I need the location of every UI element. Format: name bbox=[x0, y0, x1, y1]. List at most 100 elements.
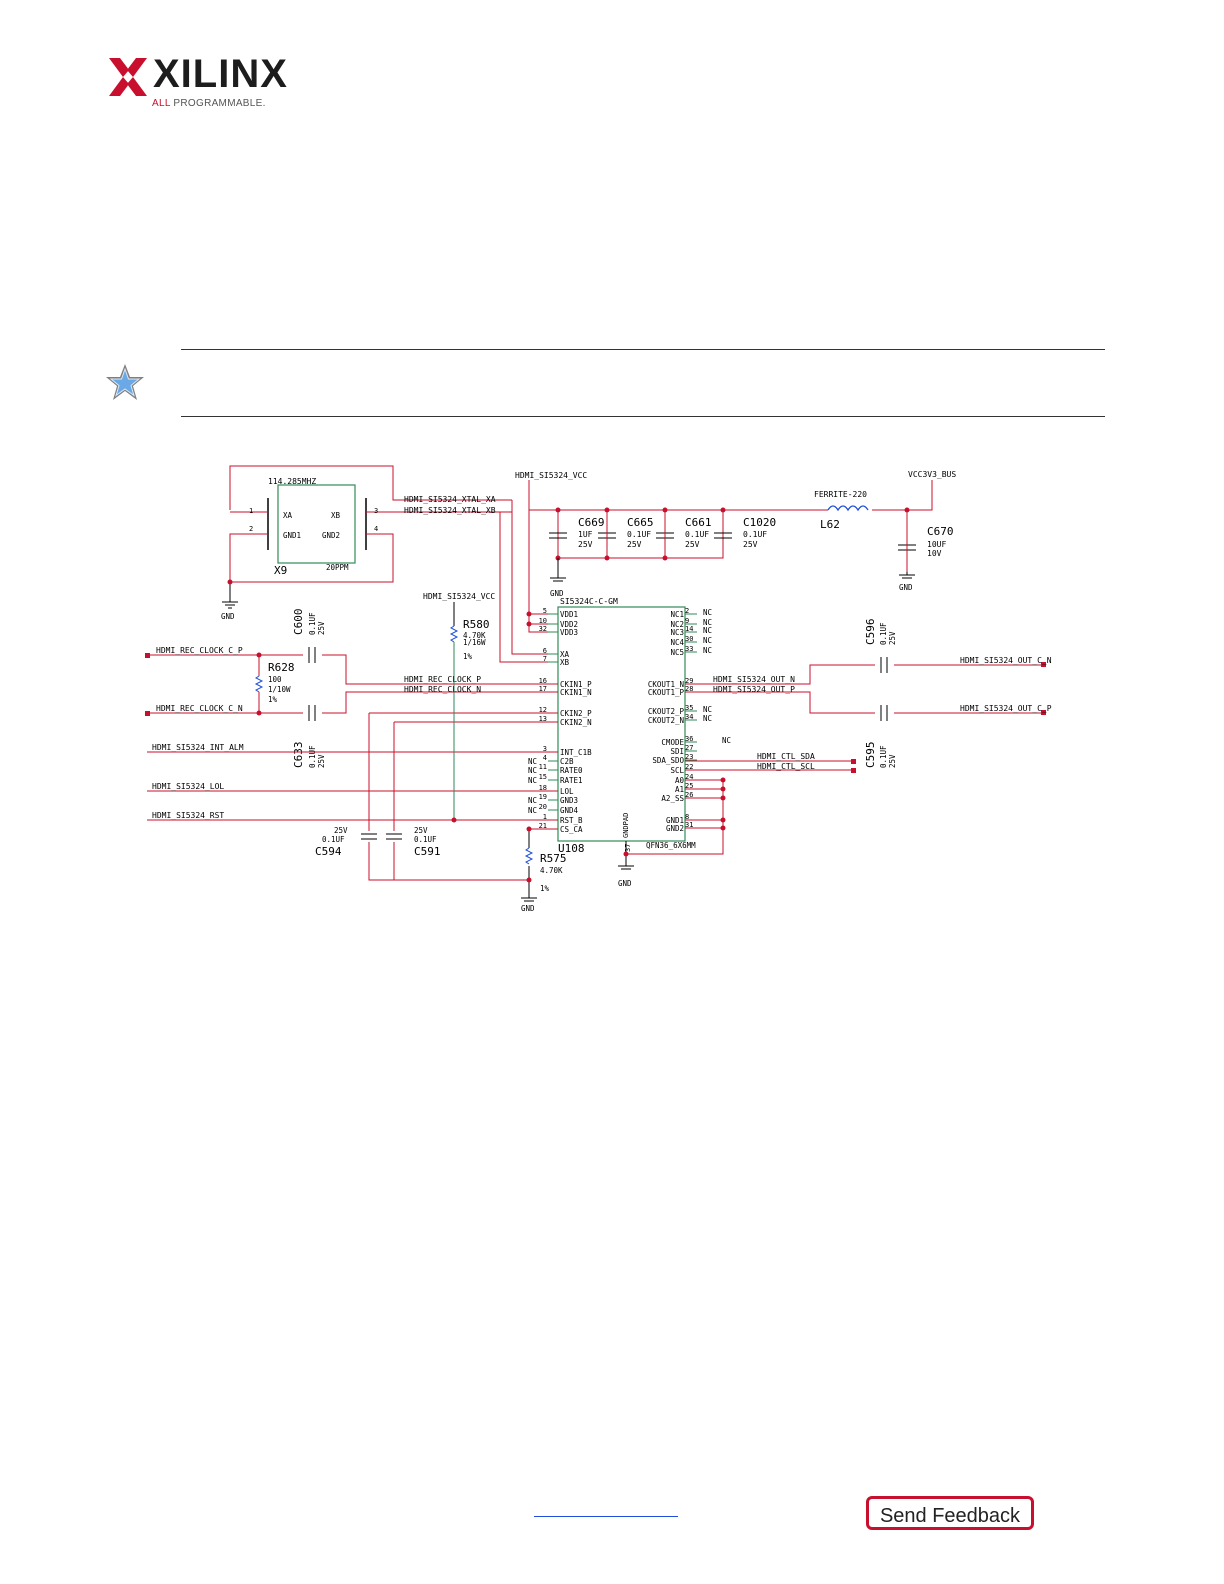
pin-CS_CA-num: 21 bbox=[539, 822, 547, 830]
nc-CKOUT2_N: NC bbox=[703, 714, 712, 723]
x9-p1: 1 bbox=[249, 507, 253, 515]
x9-xb: XB bbox=[331, 511, 341, 520]
pin-INT_C1B-num: 3 bbox=[543, 745, 547, 753]
pin-CKIN1_N-label: CKIN1_N bbox=[560, 688, 592, 697]
pin-CKIN2_N-label: CKIN2_N bbox=[560, 718, 592, 727]
net-int-alm: HDMI_SI5324_INT_ALM bbox=[152, 743, 244, 752]
c670-v2: 10V bbox=[927, 549, 942, 558]
c600-v1: 0.1UF bbox=[308, 612, 317, 635]
x9-tol: 20PPM bbox=[326, 563, 349, 572]
pin-CKIN1_P-num: 16 bbox=[539, 677, 547, 685]
pin-CMODE-num: 36 bbox=[685, 735, 693, 743]
pin-CKOUT2_P-label: CKOUT2_P bbox=[648, 707, 685, 716]
xilinx-logo: XILINX ALL PROGRAMMABLE. bbox=[107, 52, 287, 110]
gnd-r575: GND bbox=[521, 904, 535, 913]
net-out-c-n: HDMI_SI5324_OUT_C_N bbox=[960, 656, 1052, 665]
nc-C2B: NC bbox=[528, 757, 537, 766]
pin-CKIN1_N-num: 17 bbox=[539, 685, 547, 693]
gnd-c670: GND bbox=[899, 583, 913, 592]
pin-NC2-num: 9 bbox=[685, 617, 689, 625]
net-rec-clk-n2: HDMI_REC_CLOCK_N bbox=[404, 685, 481, 694]
pin-GND3-num: 19 bbox=[539, 793, 547, 801]
pin-RST_B-num: 1 bbox=[543, 813, 547, 821]
pin-SDA_SDO-num: 23 bbox=[685, 753, 693, 761]
pin-VDD3-num: 32 bbox=[539, 625, 547, 633]
c595-v2: 25V bbox=[888, 754, 897, 768]
x9-p2: 2 bbox=[249, 525, 253, 533]
c670-ref: C670 bbox=[927, 525, 954, 538]
pin-CKIN1_P-label: CKIN1_P bbox=[560, 680, 592, 689]
nc-NC3: NC bbox=[703, 626, 712, 635]
c669-ref: C669 bbox=[578, 516, 605, 529]
pin-RATE0-label: RATE0 bbox=[560, 766, 583, 775]
pin-NC1-num: 2 bbox=[685, 607, 689, 615]
footer-link[interactable] bbox=[534, 1500, 678, 1517]
r628-v3: 1% bbox=[268, 695, 278, 704]
r580-v1: 4.70K bbox=[463, 631, 486, 640]
c596-ref: C596 bbox=[864, 619, 877, 646]
pin-GND2-label: GND2 bbox=[666, 824, 684, 833]
l62-value: FERRITE-220 bbox=[814, 490, 867, 499]
pin-VDD2-label: VDD2 bbox=[560, 620, 578, 629]
pin-RATE1-label: RATE1 bbox=[560, 776, 583, 785]
c665-ref: C665 bbox=[627, 516, 654, 529]
u108-package: QFN36_6X6MM bbox=[646, 841, 696, 850]
pin-VDD2-num: 10 bbox=[539, 617, 547, 625]
c661-ref: C661 bbox=[685, 516, 712, 529]
pin-NC4-num: 30 bbox=[685, 635, 693, 643]
tagline-mark: . bbox=[262, 98, 266, 109]
c633-ref: C633 bbox=[292, 742, 305, 769]
star-icon bbox=[106, 364, 144, 400]
pin-LOL-label: LOL bbox=[560, 787, 574, 796]
c1020-ref: C1020 bbox=[743, 516, 776, 529]
pin-XB-num: 7 bbox=[543, 655, 547, 663]
c633-v1: 0.1UF bbox=[308, 745, 317, 768]
x9-ref: X9 bbox=[274, 564, 287, 577]
pin-NC3-num: 14 bbox=[685, 625, 693, 633]
c661-v1: 0.1UF bbox=[685, 530, 709, 539]
pin-CKOUT2_P-num: 35 bbox=[685, 704, 693, 712]
pin-CS_CA-label: CS_CA bbox=[560, 825, 583, 834]
net-rec-clk-p: HDMI_REC_CLOCK_C_P bbox=[156, 646, 243, 655]
r628-v2: 1/10W bbox=[268, 685, 291, 694]
x9-gnd2: GND2 bbox=[322, 531, 340, 540]
pin-VDD3-label: VDD3 bbox=[560, 628, 578, 637]
pin-GND4-label: GND4 bbox=[560, 806, 579, 815]
c669-v1: 1UF bbox=[578, 530, 593, 539]
send-feedback-button[interactable]: Send Feedback bbox=[866, 1496, 1034, 1530]
pin-C2B-label: C2B bbox=[560, 757, 574, 766]
c594-v1: 0.1UF bbox=[322, 835, 345, 844]
pin-GND3-label: GND3 bbox=[560, 796, 578, 805]
pin-CKOUT1_N-label: CKOUT1_N bbox=[648, 680, 684, 689]
pin-CMODE-label: CMODE bbox=[661, 738, 684, 747]
pin-CKIN2_N-num: 13 bbox=[539, 715, 547, 723]
u108-epad-pin: 37 bbox=[624, 844, 632, 852]
pin-RST_B-label: RST_B bbox=[560, 816, 583, 825]
pin-NC5-label: NC5 bbox=[670, 648, 684, 657]
c600-v2: 25V bbox=[317, 621, 326, 635]
nc-GND3: NC bbox=[528, 796, 537, 805]
pin-SDA_SDO-label: SDA_SDO bbox=[652, 756, 684, 765]
nc-NC1: NC bbox=[703, 608, 712, 617]
c1020-v1: 0.1UF bbox=[743, 530, 767, 539]
pin-C2B-num: 4 bbox=[543, 754, 547, 762]
si5324-schematic: 114.285MHZ XA XB GND1 GND2 X9 20PPM 1 2 … bbox=[145, 465, 1052, 913]
x9-p3: 3 bbox=[374, 507, 378, 515]
net-ctl-scl: HDMI_CTL_SCL bbox=[757, 762, 815, 771]
net-out-n: HDMI_SI5324_OUT_N bbox=[713, 675, 795, 684]
pin-SDI-num: 27 bbox=[685, 744, 693, 752]
x9-gnd1: GND1 bbox=[283, 531, 301, 540]
c595-v1: 0.1UF bbox=[879, 745, 888, 768]
nc-NC5: NC bbox=[703, 646, 712, 655]
pin-LOL-num: 18 bbox=[539, 784, 547, 792]
c591-v1: 0.1UF bbox=[414, 835, 437, 844]
pin-CKOUT1_P-label: CKOUT1_P bbox=[648, 688, 685, 697]
pin-A2_SS-num: 26 bbox=[685, 791, 693, 799]
xilinx-logo-mark-icon bbox=[109, 58, 147, 96]
net-out-p: HDMI_SI5324_OUT_P bbox=[713, 685, 795, 694]
c633-v2: 25V bbox=[317, 754, 326, 768]
net-rec-clk-n: HDMI_REC_CLOCK_C_N bbox=[156, 704, 243, 713]
nc-RATE1: NC bbox=[528, 776, 537, 785]
pin-GND4-num: 20 bbox=[539, 803, 547, 811]
note-top-rule bbox=[181, 349, 1105, 350]
